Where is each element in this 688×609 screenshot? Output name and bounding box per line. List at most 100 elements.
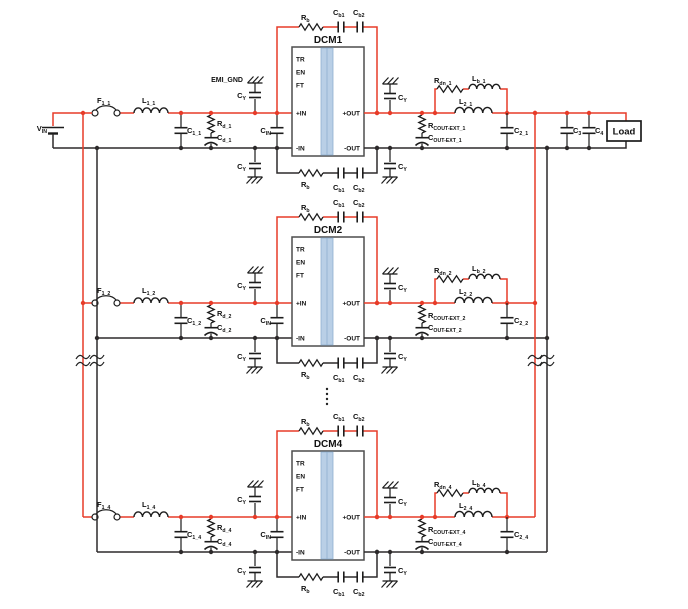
junction-dot bbox=[374, 145, 380, 151]
component-label: RCOUT-EXT_2 bbox=[428, 311, 466, 322]
dcm2-c2-cap: C2_2 bbox=[500, 303, 528, 341]
module-title: DCM2 bbox=[314, 225, 343, 236]
junction-dot bbox=[544, 145, 550, 151]
wire-break-icon bbox=[539, 361, 555, 367]
resistor-glyph bbox=[436, 84, 464, 94]
component-label: CY bbox=[237, 495, 246, 506]
junction-dot bbox=[178, 335, 184, 341]
junction-dot bbox=[252, 514, 258, 520]
pin-label: -IN bbox=[296, 146, 305, 153]
wire bbox=[276, 26, 299, 113]
pin-label: TR bbox=[296, 57, 305, 64]
component-label: Cd_1 bbox=[217, 133, 231, 144]
capacitor-glyph bbox=[414, 545, 430, 551]
junction-dot bbox=[419, 549, 425, 555]
emi-gnd-label: EMI_GND bbox=[211, 77, 243, 84]
dcm4-output-net bbox=[364, 514, 547, 555]
junction-dot bbox=[208, 335, 214, 341]
resistor-glyph bbox=[298, 212, 324, 222]
pin-label: +OUT bbox=[342, 111, 360, 118]
component-label: Cb2 bbox=[353, 587, 365, 598]
ground-icon bbox=[382, 267, 399, 275]
resistor-glyph bbox=[298, 358, 324, 368]
component-label: Cb1 bbox=[333, 373, 345, 384]
fuse-glyph bbox=[113, 299, 121, 307]
capacitor-glyph bbox=[414, 331, 430, 337]
load-outline bbox=[606, 120, 642, 142]
ground-icon bbox=[382, 77, 399, 85]
ground-icon bbox=[247, 76, 264, 84]
wire bbox=[434, 492, 437, 517]
junction-dot bbox=[564, 110, 570, 116]
component-label: Rdn_1 bbox=[434, 76, 452, 87]
inductor-label: L1_4 bbox=[142, 500, 155, 511]
resistor-glyph bbox=[436, 488, 464, 498]
component-label: Lb_4 bbox=[472, 478, 486, 489]
component-label: COUT-EXT_1 bbox=[428, 133, 462, 144]
component-label: Lb_2 bbox=[472, 264, 486, 275]
junction-dot bbox=[374, 514, 380, 520]
component-label: Rd_4 bbox=[217, 523, 231, 534]
junction-dot bbox=[178, 549, 184, 555]
junction-dot bbox=[419, 514, 425, 520]
pin-label: +IN bbox=[296, 301, 307, 308]
dcm1-output-cy-top: CY bbox=[382, 77, 407, 116]
wire-break-icon bbox=[539, 354, 555, 360]
wire bbox=[362, 26, 378, 113]
junction-dot bbox=[387, 514, 393, 520]
junction-dot bbox=[374, 335, 380, 341]
ground-icon bbox=[246, 580, 263, 588]
component-label: CY bbox=[398, 162, 407, 173]
dcm2-output-cy-bottom: CY bbox=[381, 335, 407, 374]
wire bbox=[276, 430, 299, 517]
component-label: Cb2 bbox=[353, 373, 365, 384]
junction-dot bbox=[94, 145, 100, 151]
bus-break bbox=[75, 354, 91, 367]
component-label: C1_1 bbox=[187, 126, 201, 137]
component-label: CY bbox=[398, 283, 407, 294]
resistor-glyph bbox=[206, 304, 216, 324]
capacitor-glyph bbox=[203, 141, 219, 147]
junction-dot bbox=[252, 549, 258, 555]
vin-source: VIN bbox=[37, 112, 92, 148]
capacitor-glyph bbox=[414, 141, 430, 147]
fuse-glyph bbox=[94, 105, 118, 112]
capacitor-glyph bbox=[203, 331, 219, 337]
load-label: Load bbox=[613, 127, 636, 138]
bus-break bbox=[527, 354, 543, 367]
ground-icon bbox=[381, 366, 398, 374]
component-label: CY bbox=[237, 162, 246, 173]
pin-label: -OUT bbox=[344, 146, 360, 153]
component-label: CY bbox=[237, 281, 246, 292]
junction-dot bbox=[80, 110, 86, 116]
pin-label: -OUT bbox=[344, 336, 360, 343]
wire bbox=[276, 216, 299, 303]
junction-dot bbox=[252, 335, 258, 341]
component-label: Cb1 bbox=[333, 183, 345, 194]
wire-break-icon bbox=[527, 361, 543, 367]
junction-dot bbox=[432, 300, 438, 306]
wire bbox=[362, 430, 378, 517]
junction-dot bbox=[387, 110, 393, 116]
junction-dot bbox=[94, 335, 100, 341]
pin-label: FT bbox=[296, 83, 304, 90]
junction-dot bbox=[178, 514, 184, 520]
junction-dot bbox=[532, 110, 538, 116]
junction-dot bbox=[419, 145, 425, 151]
component-label: CY bbox=[398, 566, 407, 577]
component-label: C4 bbox=[595, 126, 603, 137]
wire bbox=[276, 148, 299, 174]
wire-break-icon bbox=[89, 354, 105, 360]
dcm4-input-cy-bottom: CY bbox=[237, 549, 263, 588]
junction-dot bbox=[178, 110, 184, 116]
module-title: DCM1 bbox=[314, 35, 343, 46]
